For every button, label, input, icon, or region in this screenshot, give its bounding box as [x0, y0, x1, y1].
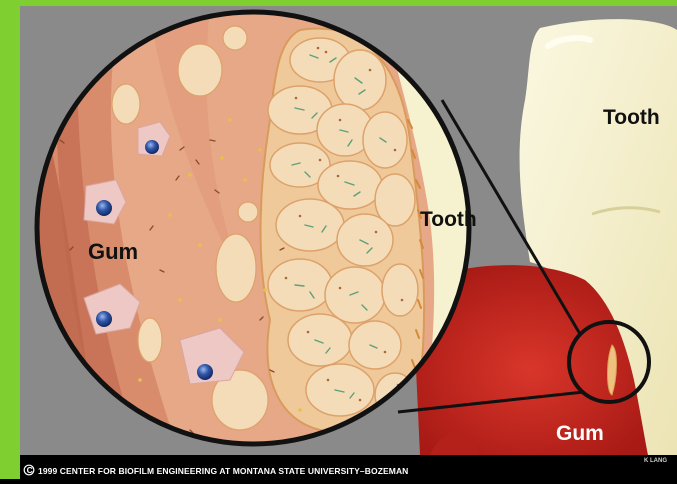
gum-label-main: Gum: [556, 422, 604, 445]
artist-credit: K LANG: [644, 458, 667, 464]
tooth-label-zoom: Tooth: [420, 208, 477, 231]
tooth-label-main: Tooth: [603, 106, 660, 129]
gum-label-zoom: Gum: [88, 239, 138, 264]
frame-top: [0, 0, 677, 6]
frame-left: [0, 0, 20, 479]
copyright-symbol: C: [27, 465, 33, 475]
copyright-text: 1999 CENTER FOR BIOFILM ENGINEERING AT M…: [38, 466, 408, 476]
